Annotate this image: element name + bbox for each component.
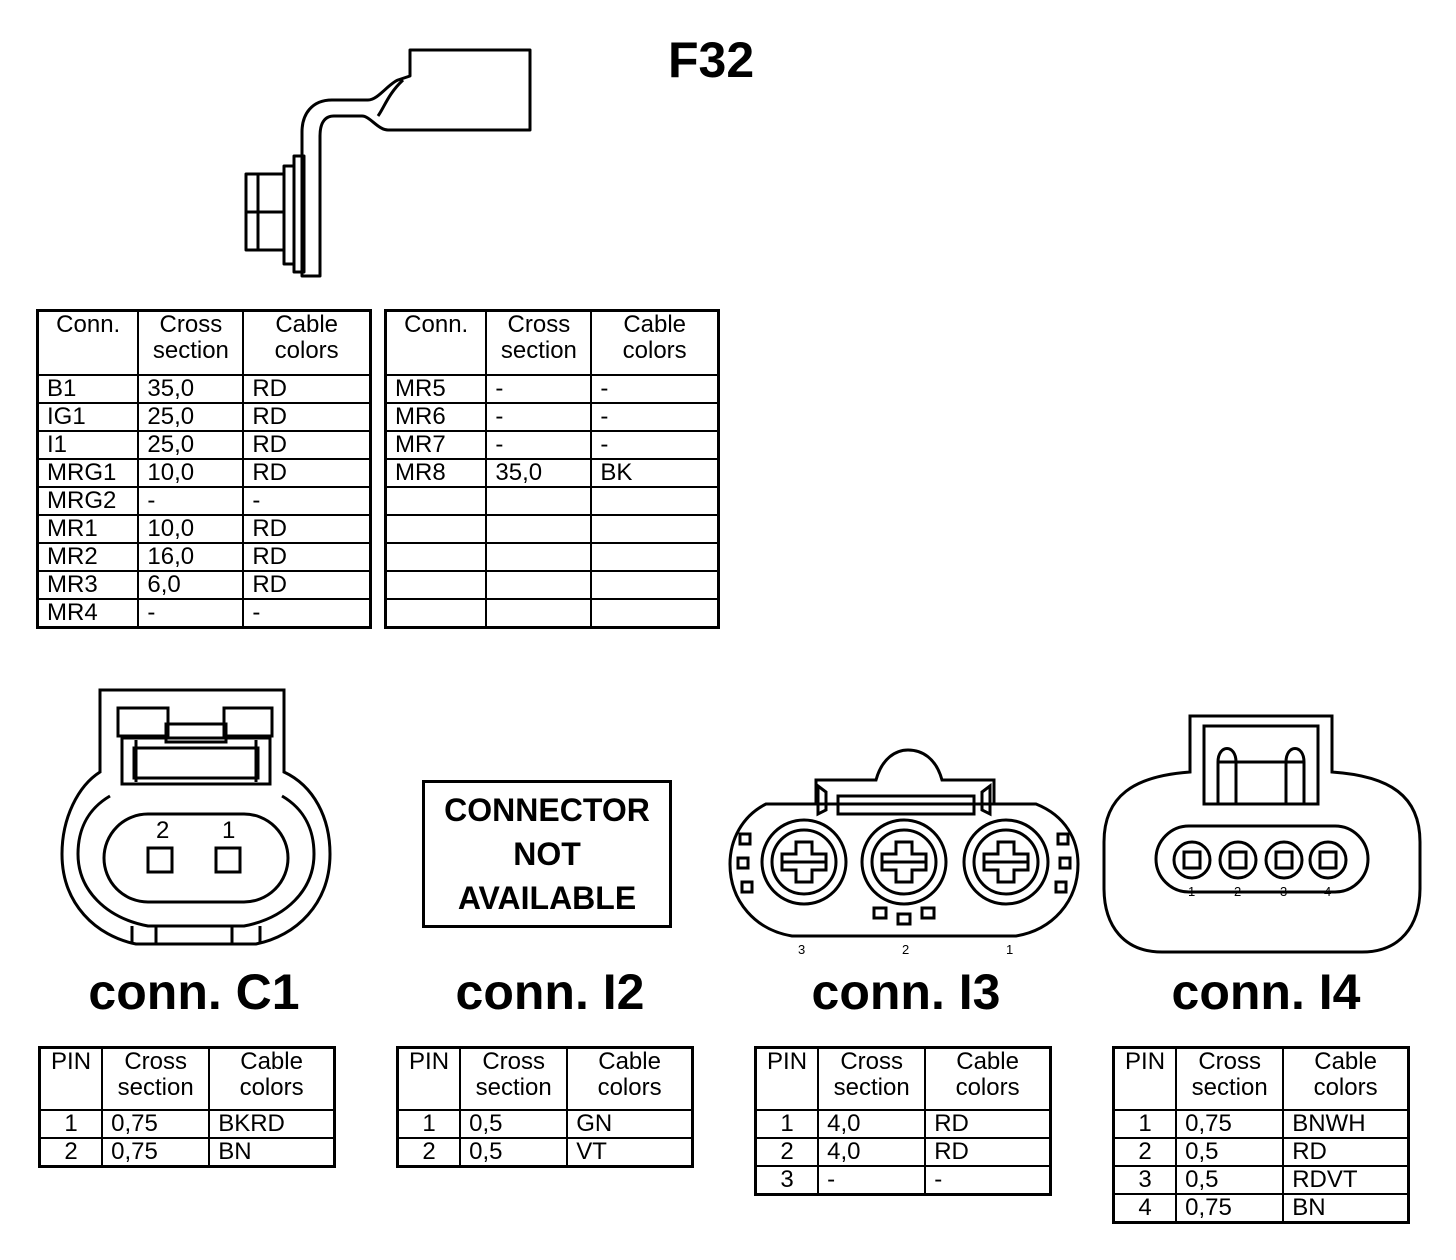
conn-label-i4: conn. I4 <box>1171 964 1361 1020</box>
na-line: CONNECTOR <box>444 792 650 828</box>
pin-number: 1 <box>1188 884 1195 899</box>
table-row <box>384 514 720 544</box>
pin-number: 2 <box>902 942 909 957</box>
pin-number: 4 <box>1324 884 1331 899</box>
table-row: MR6-- <box>384 402 720 432</box>
header-conn: Conn. <box>384 309 488 376</box>
header-pin: PIN <box>754 1046 820 1111</box>
pin-number: 2 <box>156 817 169 844</box>
table-row: MR7-- <box>384 430 720 460</box>
header-pin: PIN <box>1112 1046 1178 1111</box>
table-row <box>384 486 720 516</box>
conn-label-i3: conn. I3 <box>811 964 1001 1020</box>
pin-number: 2 <box>1234 884 1241 899</box>
pin-number: 1 <box>222 817 235 844</box>
header-conn: Conn. <box>36 309 140 376</box>
table-row <box>384 598 720 629</box>
pin-number: 3 <box>1280 884 1287 899</box>
conn-label-i2: conn. I2 <box>455 964 645 1020</box>
pin-number: 3 <box>798 942 805 957</box>
na-line: NOT <box>513 836 581 872</box>
connector-c1-drawing: 2 1 <box>60 688 332 946</box>
na-line: AVAILABLE <box>457 880 637 916</box>
connector-i4-drawing: 1 2 3 4 <box>1102 714 1422 954</box>
table-row: MR4-- <box>36 598 372 629</box>
terminal-bracket-drawing <box>244 48 532 278</box>
table-row: 3-- <box>754 1165 1052 1196</box>
conn-label-c1: conn. C1 <box>88 964 300 1020</box>
page-title: F32 <box>668 32 755 88</box>
connector-i3-drawing: 3 2 1 <box>728 748 1080 957</box>
table-row: MRG2-- <box>36 486 372 516</box>
table-row: MR5-- <box>384 374 720 404</box>
table-row <box>384 542 720 572</box>
header-pin: PIN <box>38 1046 104 1111</box>
pin-number: 1 <box>1006 942 1013 957</box>
header-pin: PIN <box>396 1046 462 1111</box>
connector-not-available-box: CONNECTOR NOT AVAILABLE <box>422 780 672 928</box>
table-row <box>384 570 720 600</box>
